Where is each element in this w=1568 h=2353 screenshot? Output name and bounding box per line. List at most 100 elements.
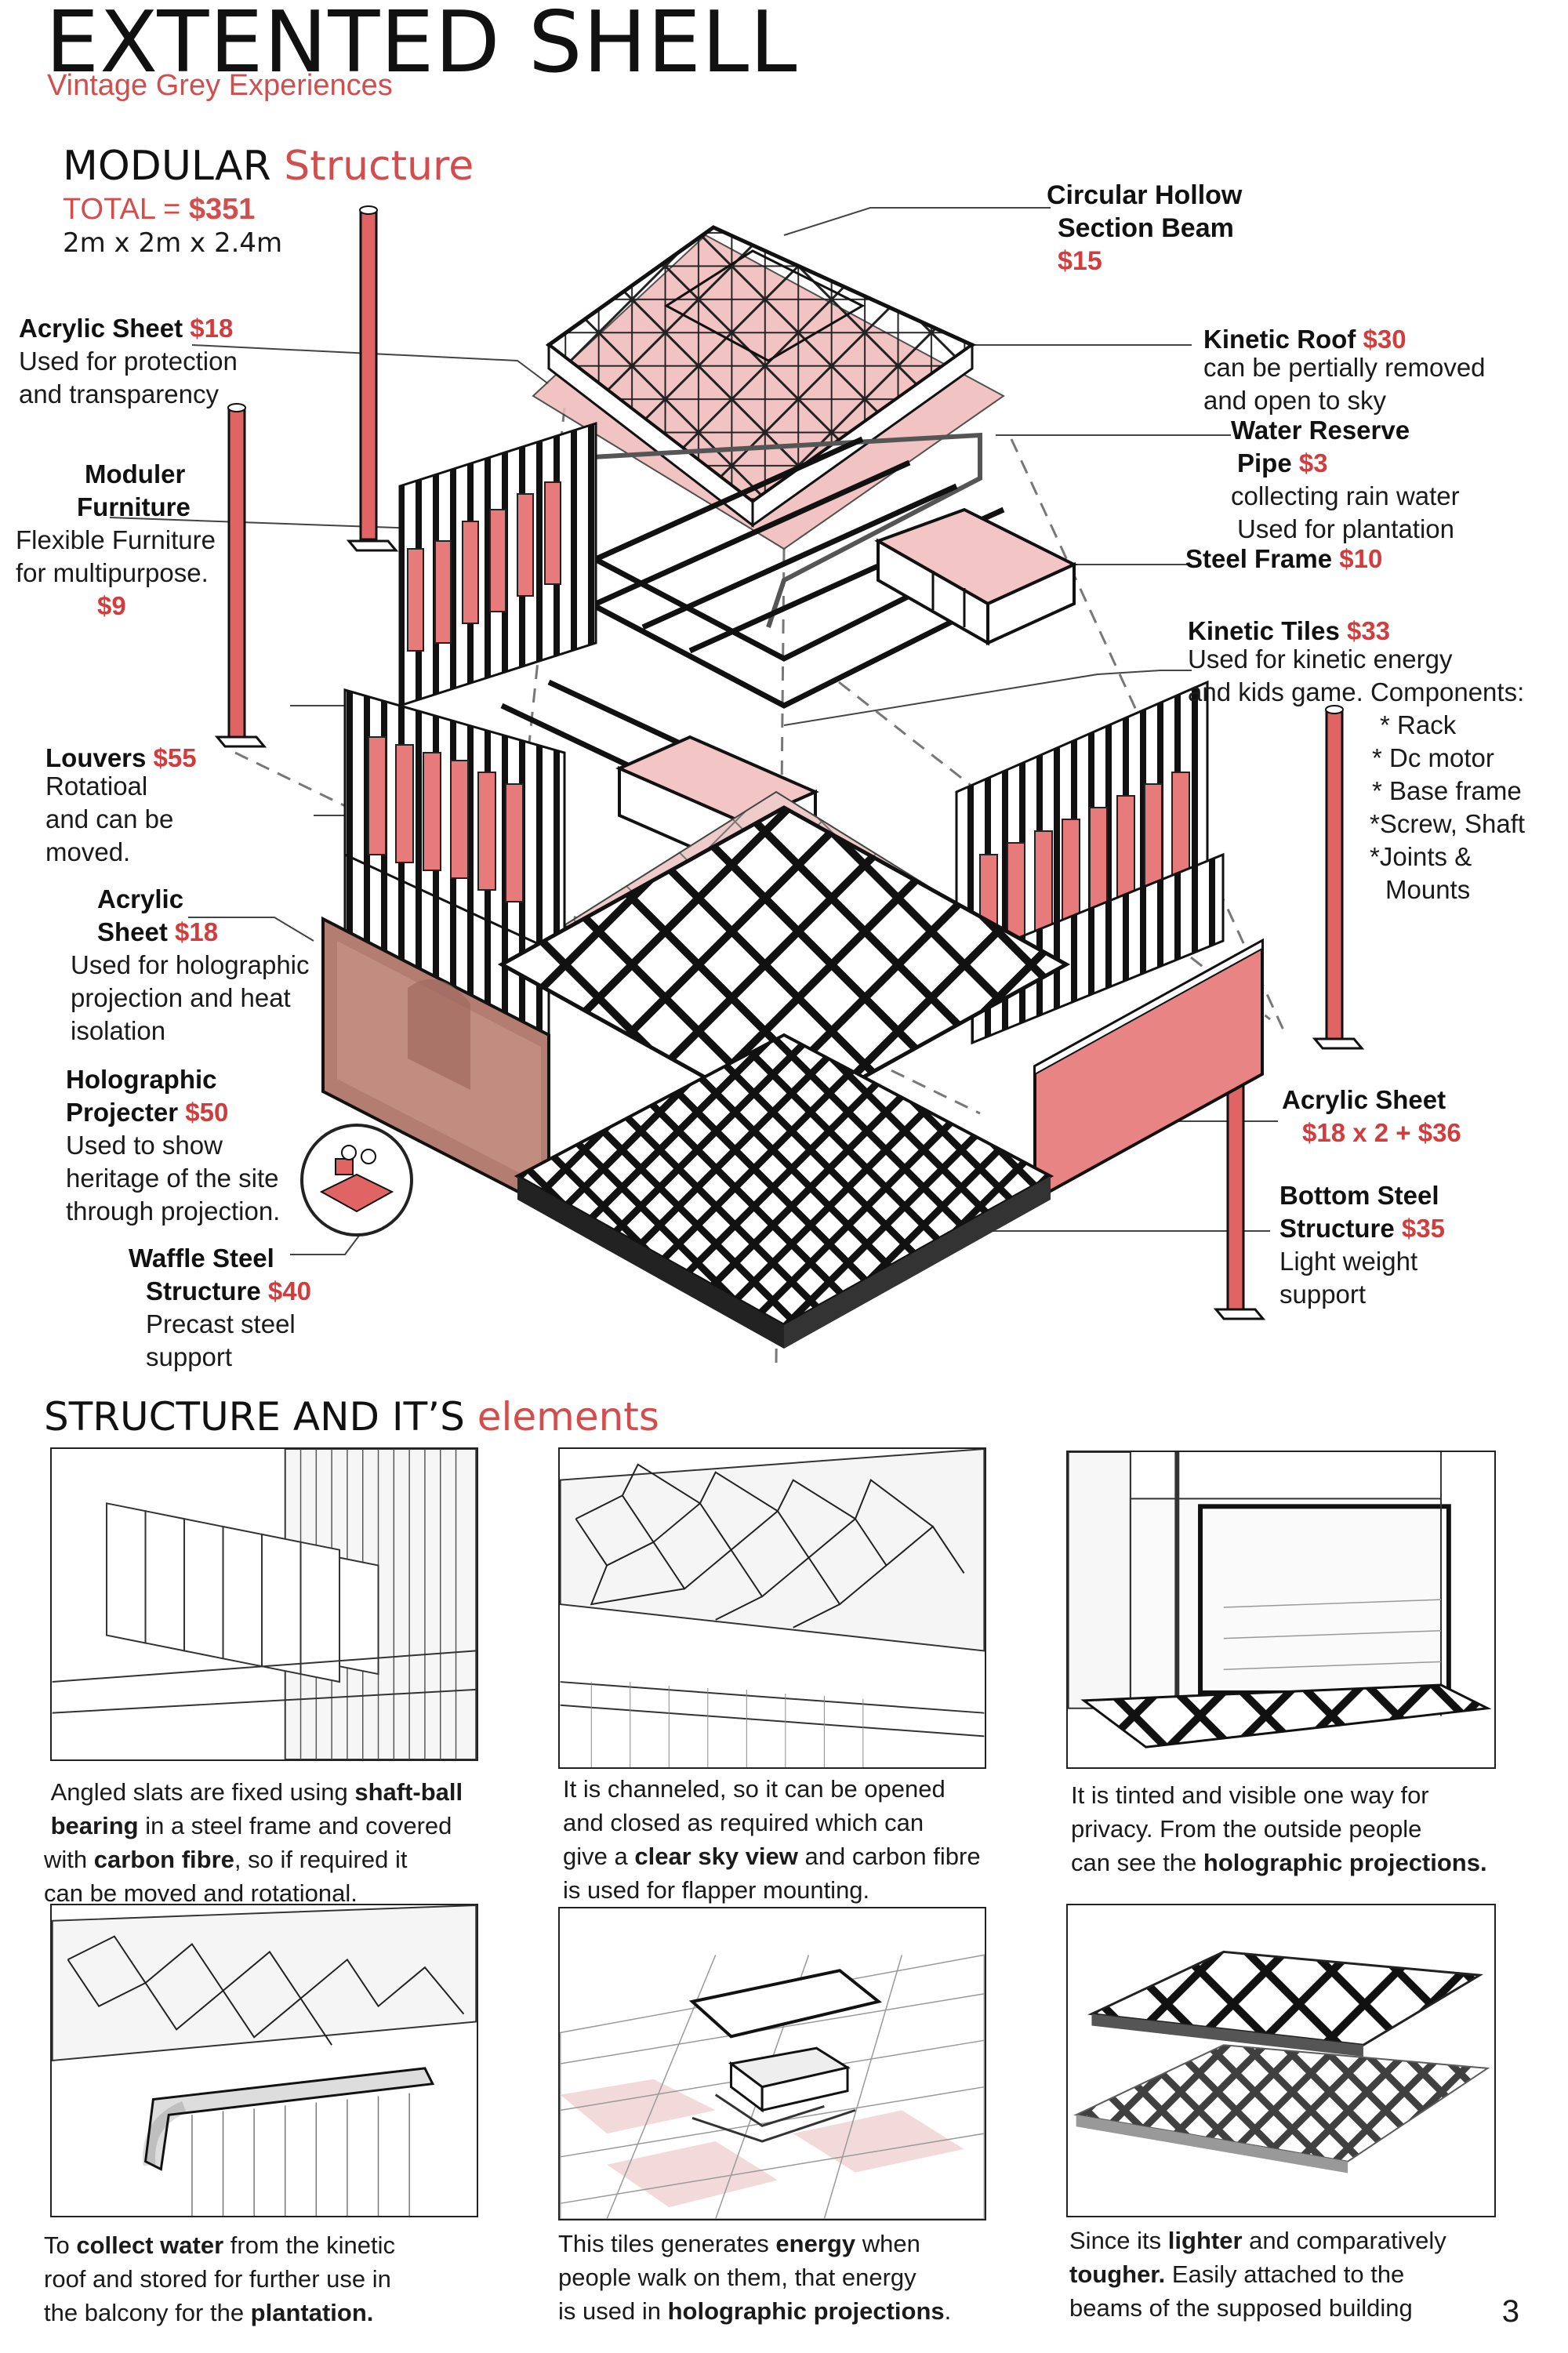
c6-e: Easily attached to the xyxy=(1165,2260,1405,2288)
page-subtitle: Vintage Grey Experiences xyxy=(47,69,393,102)
panel-acrylic-room xyxy=(1066,1451,1496,1769)
c5-g: . xyxy=(944,2297,952,2325)
column-left-top xyxy=(346,205,399,552)
acrylic-right-title: Acrylic Sheet xyxy=(1282,1085,1446,1114)
furniture-line-2: for multipurpose. xyxy=(16,558,209,587)
steel-frame-box xyxy=(874,507,1078,646)
water-price: $3 xyxy=(1298,448,1328,477)
acrylic-mid-title-2: Sheet xyxy=(97,917,168,946)
label-steel-frame: Steel Frame $10 xyxy=(1185,543,1382,576)
holo-line-2: heritage of the site xyxy=(66,1164,279,1193)
kinetic-tiles-line-1: Used for kinetic energy xyxy=(1188,645,1453,674)
label-acrylic-mid: Acrylic Sheet $18 Used for holographic p… xyxy=(71,883,310,1048)
c6-b: lighter xyxy=(1167,2227,1243,2254)
panel-roof-illustration xyxy=(560,1449,985,1767)
c5-c: when xyxy=(855,2230,920,2257)
c6-c: and comparatively xyxy=(1242,2227,1446,2254)
c1-c: bearing xyxy=(50,1812,139,1839)
c2-f: is used for flapper mounting. xyxy=(563,1876,870,1904)
c5-a: This tiles generates xyxy=(558,2230,776,2257)
c6-a: Since its xyxy=(1069,2227,1168,2254)
c4-d: roof and stored for further use in xyxy=(44,2265,391,2293)
c2-d: clear sky view xyxy=(634,1843,798,1870)
modular-heading-b: Structure xyxy=(284,143,474,190)
acrylic-mid-line-1: Used for holographic xyxy=(71,950,310,979)
label-louvers: Louvers $55 Rotatioal and can be moved. xyxy=(45,742,197,869)
section-heading: STRUCTURE AND IT’S elements xyxy=(44,1394,659,1440)
total-cost: TOTAL = $351 xyxy=(63,193,255,227)
c1-a: Angled slats are fixed using xyxy=(50,1778,355,1806)
kinetic-tiles-item-5: *Joints & xyxy=(1370,842,1472,871)
c1-f: carbon fibre xyxy=(93,1846,234,1873)
steel-frame-title: Steel Frame xyxy=(1185,544,1333,573)
chs-title-2: Section Beam xyxy=(1058,213,1234,243)
caption-roof: It is channeled, so it can be opened and… xyxy=(563,1772,981,1907)
c3-b: privacy. From the outside people xyxy=(1071,1815,1422,1843)
acrylic-right-price: $18 x 2 + $36 xyxy=(1302,1118,1461,1147)
panel-louvers xyxy=(50,1447,478,1761)
acrylic-panel-right xyxy=(1033,938,1264,1203)
c4-e: the balcony for the xyxy=(44,2299,251,2326)
c4-a: To xyxy=(44,2231,77,2259)
kinetic-tiles-price: $33 xyxy=(1346,616,1391,645)
kinetic-roof-price: $30 xyxy=(1363,325,1406,354)
panel-pipe-illustration xyxy=(52,1905,477,2216)
page-number: 3 xyxy=(1501,2294,1519,2329)
c5-d: people walk on them, that energy xyxy=(558,2264,916,2291)
steel-frame-price: $10 xyxy=(1339,544,1383,573)
furniture-price: $9 xyxy=(97,591,126,620)
c2-c: give a xyxy=(563,1843,635,1870)
c3-c: can see the xyxy=(1071,1849,1203,1876)
panel-waffle xyxy=(1066,1904,1496,2217)
panel-water-pipe xyxy=(50,1904,478,2217)
label-chs-beam: Circular Hollow Section Beam $15 xyxy=(1047,179,1242,278)
bottom-steel-line-1: Light weight xyxy=(1279,1247,1418,1276)
label-kinetic-tiles: Kinetic Tiles $33 Used for kinetic energ… xyxy=(1188,615,1525,906)
projector-inset xyxy=(300,1124,413,1236)
exploded-axonometric-drawing xyxy=(109,205,1365,1365)
kinetic-tiles-title: Kinetic Tiles xyxy=(1188,616,1340,645)
water-title-1: Water Reserve xyxy=(1231,416,1410,445)
holo-line-1: Used to show xyxy=(66,1131,223,1160)
c1-h: can be moved and rotational. xyxy=(44,1879,358,1907)
c6-d: tougher. xyxy=(1069,2260,1166,2288)
holo-title-1: Holographic xyxy=(66,1065,217,1094)
panel-waffle-illustration xyxy=(1073,1950,1490,2173)
louvers-title: Louvers xyxy=(45,743,147,772)
section-heading-b: elements xyxy=(477,1394,659,1440)
kinetic-roof-title: Kinetic Roof xyxy=(1203,325,1356,354)
louver-wall-lower xyxy=(343,852,1225,1045)
kinetic-tiles-item-4: *Screw, Shaft xyxy=(1370,809,1526,838)
acrylic-mid-title-1: Acrylic xyxy=(97,884,184,913)
column-left-mid xyxy=(214,403,267,748)
furniture-title-1: Moduler xyxy=(85,459,186,488)
kinetic-tiles-item-1: * Rack xyxy=(1380,710,1457,739)
page-title: EXTENTED SHELL xyxy=(45,0,798,92)
furniture-line-1: Flexible Furniture xyxy=(16,525,216,554)
bottom-steel-price: $35 xyxy=(1401,1214,1445,1243)
louvers-line-1: Rotatioal xyxy=(45,772,148,801)
label-acrylic-right: Acrylic Sheet $18 x 2 + $36 xyxy=(1282,1084,1461,1149)
c5-b: energy xyxy=(775,2230,856,2257)
louvers-price: $55 xyxy=(153,743,197,772)
c2-b: and closed as required which can xyxy=(563,1809,924,1836)
acrylic-mid-price: $18 xyxy=(175,917,219,946)
c3-a: It is tinted and visible one way for xyxy=(1071,1781,1429,1809)
label-furniture: Moduler Furniture Flexible Furniture for… xyxy=(16,458,216,623)
acrylic-mid-line-3: isolation xyxy=(71,1016,166,1045)
panel-room-illustration xyxy=(1068,1452,1492,1748)
label-acrylic-top: Acrylic Sheet $18 Used for protection an… xyxy=(19,312,238,411)
total-value: $351 xyxy=(188,193,256,226)
water-pipe xyxy=(564,432,982,628)
caption-louvers: Angled slats are fixed using shaft-ball … xyxy=(44,1775,463,1910)
waffle-steel-base xyxy=(514,1033,1054,1349)
acrylic-top-title: Acrylic Sheet xyxy=(19,314,183,343)
louver-wall-upper-left xyxy=(398,421,597,708)
c2-a: It is channeled, so it can be opened xyxy=(563,1775,946,1803)
chs-price: $15 xyxy=(1058,246,1102,276)
waffle-line-1: Precast steel xyxy=(146,1309,296,1338)
c1-g: , so if required it xyxy=(234,1846,408,1873)
holo-title-2: Projecter xyxy=(66,1098,179,1127)
holographic-acrylic-panel xyxy=(321,916,550,1211)
bottom-steel-line-2: support xyxy=(1279,1280,1367,1309)
